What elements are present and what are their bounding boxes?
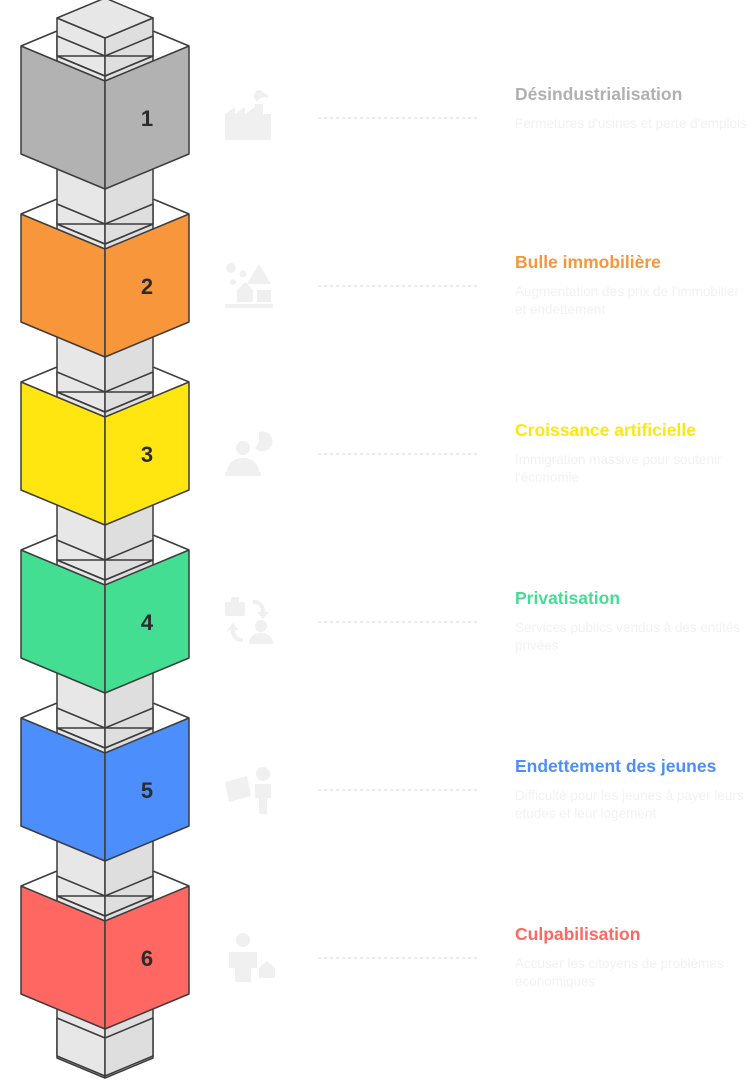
cube-top-rim [56,559,154,581]
cube-top-edge [152,534,190,551]
step-description: Augmentation des prix de l'immobilier et… [515,284,739,317]
cube-top-edge [152,702,190,719]
cube-top-edge [20,702,58,719]
cube-right-face [104,45,190,190]
cube-top-rim [56,55,154,77]
cube-right-face [104,381,190,526]
step-number: 1 [141,106,153,131]
cube-top-rim [56,391,154,413]
step-number: 3 [141,442,153,467]
step-title: Croissance artificielle [515,420,696,440]
blamed-citizen-icon [229,933,275,982]
step-title: Privatisation [515,588,621,608]
cube-right-face [104,717,190,862]
cube-top-rim [56,727,154,749]
step-title: Désindustrialisation [515,84,683,104]
cube-top-edge [20,30,58,47]
cube-4: 4 [20,534,190,694]
cube-top-edge [20,870,58,887]
student-debt-icon [225,767,271,814]
cube-6: 6 [20,870,190,1030]
step-title: Endettement des jeunes [515,756,717,776]
cube-top-edge [20,366,58,383]
privatization-exchange-icon [225,597,273,644]
housing-bubble-icon [225,263,273,308]
step-description: Services publics vendus à des entités pr… [515,620,741,653]
cube-top-edge [152,198,190,215]
cube-top-rim [56,895,154,917]
shaft-top-face [56,0,154,39]
cube-5: 5 [20,702,190,862]
step-description: Accuser les citoyens de problèmes économ… [515,956,724,989]
cube-right-face [104,213,190,358]
factory-icon [225,90,271,140]
growth-person-icon [225,431,273,476]
step-description: Immigration massive pour soutenir l'écon… [515,452,722,485]
step-number: 2 [141,274,153,299]
step-title: Bulle immobilière [515,252,661,272]
cube-right-face [104,885,190,1030]
cube-top-rim [56,223,154,245]
shaft-bottom [56,1017,154,1077]
cube-3: 3 [20,366,190,526]
shaft-bottom-right [104,1017,154,1077]
cube-top-edge [152,870,190,887]
cube-right-face [104,549,190,694]
step-title: Culpabilisation [515,924,641,944]
step-number: 4 [141,610,154,635]
step-number: 6 [141,946,153,971]
cube-2: 2 [20,198,190,358]
step-number: 5 [141,778,153,803]
cube-top-edge [20,198,58,215]
step-description: Difficulté pour les jeunes à payer leurs… [515,788,744,821]
cube-top-edge [152,366,190,383]
cube-top-edge [20,534,58,551]
cube-1: 1 [20,30,190,190]
cube-top-edge [152,30,190,47]
step-description: Fermetures d'usines et perte d'emplois [515,116,747,131]
